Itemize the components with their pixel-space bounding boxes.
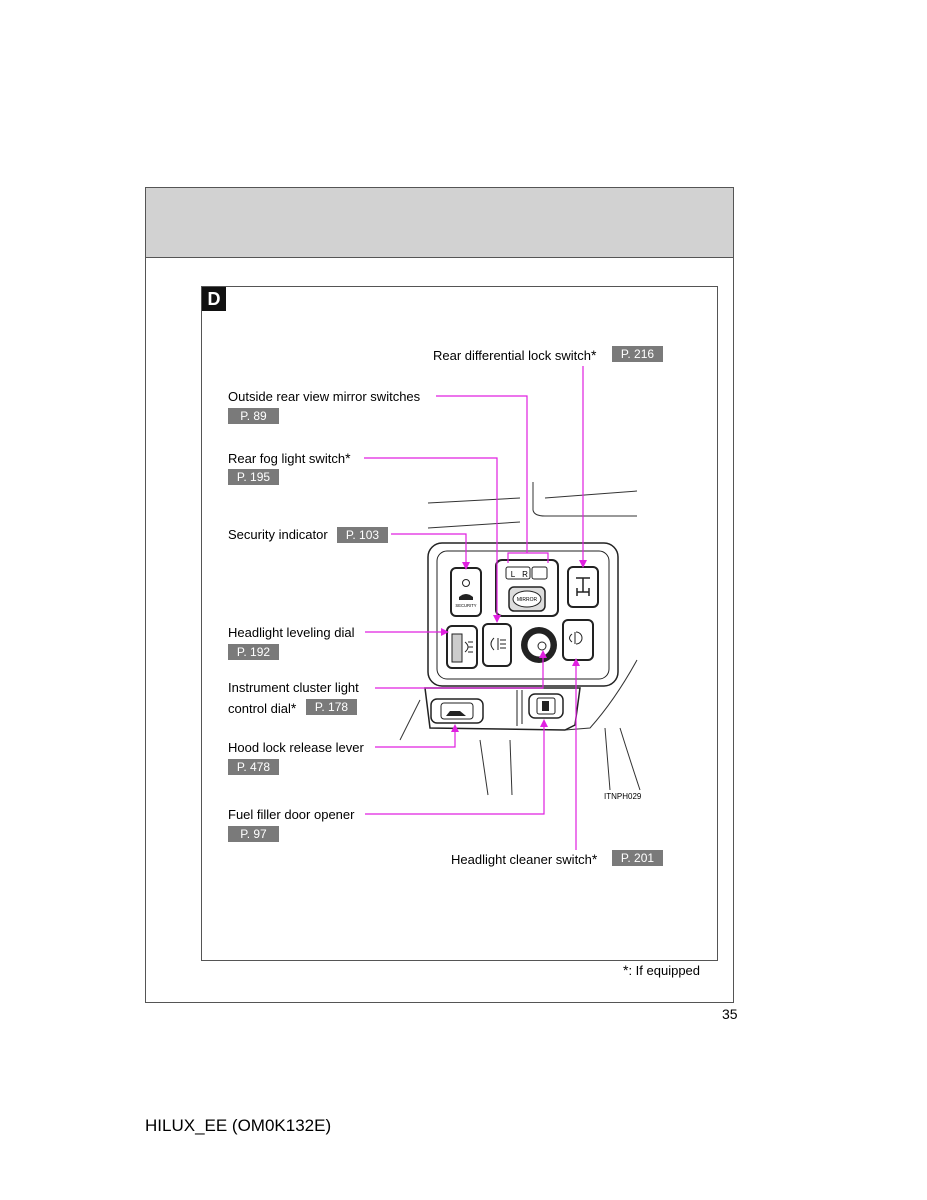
rear-diff-lock-page-ref[interactable]: P. 216 [612,346,663,362]
rear-diff-lock-label: Rear differential lock switch* [433,347,597,363]
page-number: 35 [722,1006,738,1022]
headlight-cleaner-label: Headlight cleaner switch* [451,851,598,867]
equipped-asterisk: * [591,851,598,867]
hood-release-page-ref[interactable]: P. 478 [228,759,279,775]
section-badge: D [202,287,226,311]
document-code: HILUX_EE (OM0K132E) [145,1116,332,1135]
cluster-light-label-line2: control dial* [228,700,297,716]
mirror-switches-page-ref[interactable]: P. 89 [228,408,279,424]
header-band [146,188,733,258]
rear-fog-page-ref[interactable]: P. 195 [228,469,279,485]
security-indicator-page-ref[interactable]: P. 103 [337,527,388,543]
hood-release-label: Hood lock release lever [228,740,364,755]
mirror-left-text: L [511,570,516,579]
fuel-opener-page-ref[interactable]: P. 97 [228,826,279,842]
equipped-footnote: *: If equipped [623,962,701,978]
security-switch-text: SECURITY [455,603,476,608]
equipped-asterisk: * [591,347,597,363]
equipped-asterisk: * [290,700,297,716]
leveling-dial-page-ref[interactable]: P. 192 [228,644,279,660]
illustration-frame [201,286,718,961]
mirror-right-text: R [522,570,528,579]
fuel-opener-label: Fuel filler door opener [228,807,355,822]
rear-fog-label: Rear fog light switch* [228,450,351,466]
headlight-cleaner-page-ref[interactable]: P. 201 [612,850,663,866]
equipped-asterisk: * [345,450,351,466]
security-indicator-label: Security indicator [228,527,328,542]
mirror-switch-text: MIRROR [517,597,538,603]
cluster-light-label-line1: Instrument cluster light [228,680,359,695]
leveling-dial-label: Headlight leveling dial [228,625,355,640]
illustration-code: ITNPH029 [604,792,642,801]
mirror-switches-label: Outside rear view mirror switches [228,389,421,404]
cluster-light-page-ref[interactable]: P. 178 [306,699,357,715]
page-frame [145,187,734,1003]
